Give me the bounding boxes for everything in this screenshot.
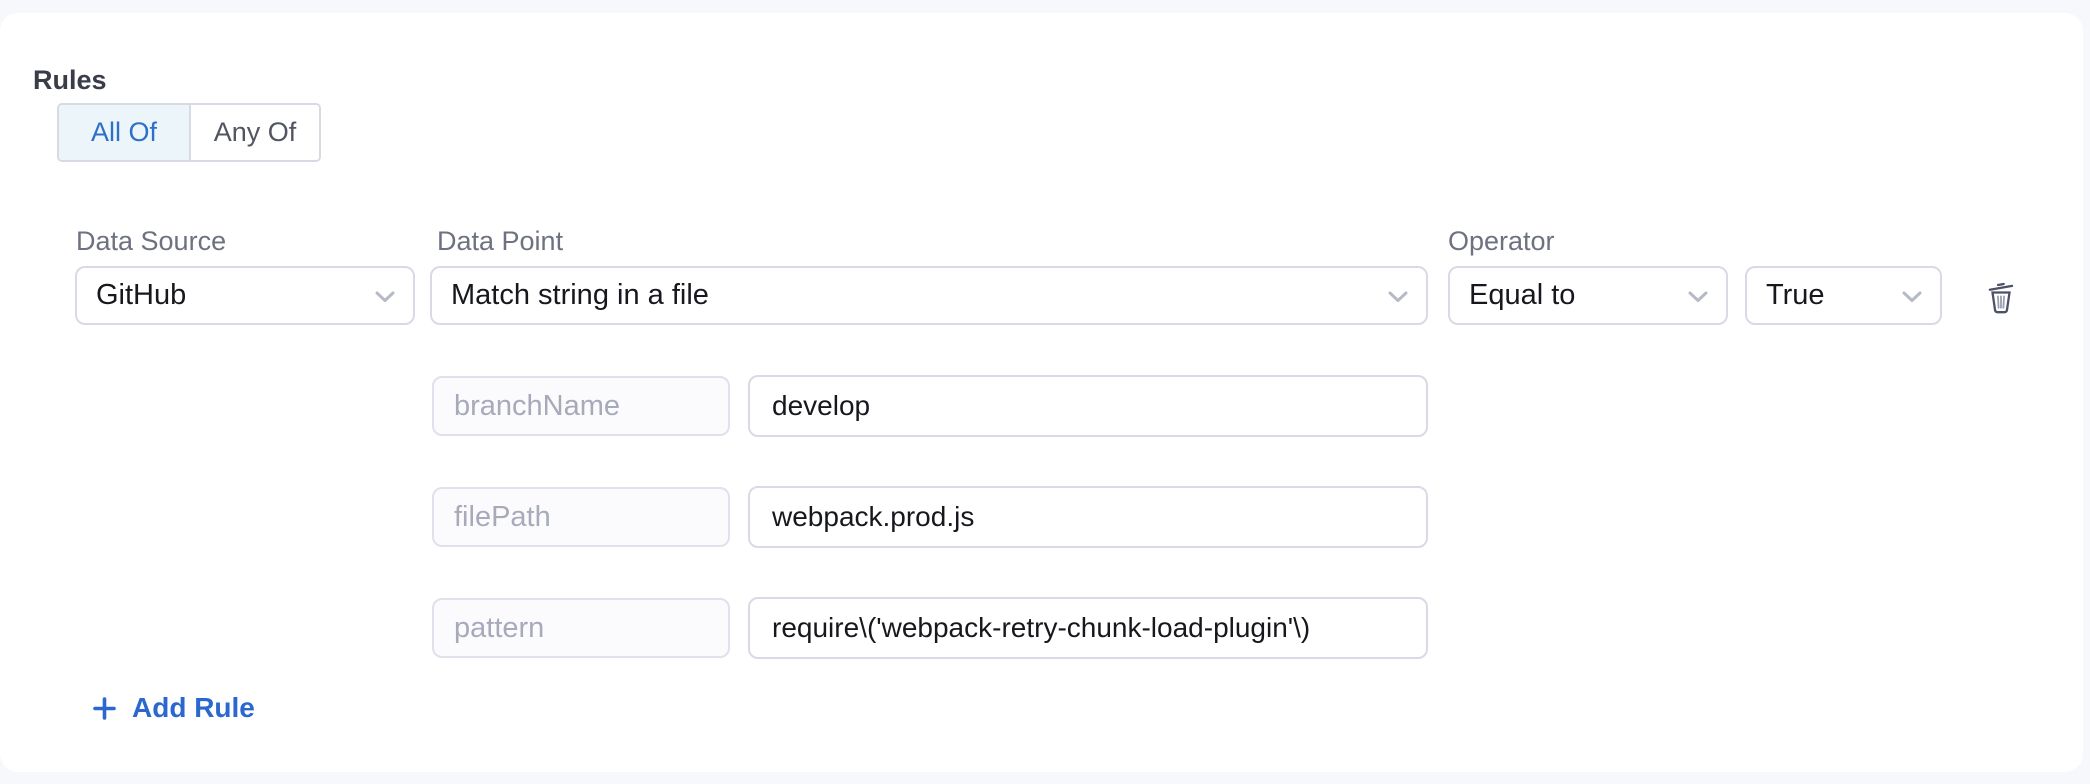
- param-key-pattern: pattern: [432, 598, 730, 658]
- data-point-label: Data Point: [437, 226, 564, 256]
- chevron-down-icon: [1902, 291, 1922, 302]
- param-value-file-path-input[interactable]: [748, 486, 1428, 548]
- data-source-selected-value: GitHub: [96, 279, 187, 311]
- trash-icon: [1988, 282, 2014, 314]
- param-row-pattern: pattern: [432, 597, 1428, 659]
- add-rule-label: Add Rule: [132, 692, 255, 723]
- add-rule-button[interactable]: Add Rule: [93, 692, 255, 724]
- operator-selected-value: Equal to: [1469, 279, 1576, 311]
- param-value-branch-name-input[interactable]: [748, 375, 1428, 437]
- rules-section-title: Rules: [33, 65, 107, 95]
- data-source-select[interactable]: GitHub: [75, 266, 415, 325]
- data-point-selected-value: Match string in a file: [451, 279, 709, 311]
- chevron-down-icon: [1388, 291, 1408, 302]
- plus-icon: [93, 696, 116, 720]
- param-key-file-path: filePath: [432, 487, 730, 547]
- data-point-select[interactable]: Match string in a file: [430, 266, 1428, 325]
- chevron-down-icon: [1688, 291, 1708, 302]
- comparison-value-select[interactable]: True: [1745, 266, 1942, 325]
- param-row-file-path: filePath: [432, 486, 1428, 548]
- toggle-all-of[interactable]: All Of: [59, 105, 189, 160]
- param-value-pattern-input[interactable]: [748, 597, 1428, 659]
- match-mode-toggle: All Of Any Of: [57, 103, 321, 162]
- rule-parameters: branchName filePath pattern: [432, 375, 1428, 708]
- operator-select[interactable]: Equal to: [1448, 266, 1728, 325]
- data-source-label: Data Source: [76, 226, 227, 256]
- delete-rule-button[interactable]: [1984, 279, 2018, 315]
- chevron-down-icon: [375, 291, 395, 302]
- operator-label: Operator: [1448, 226, 1555, 256]
- rules-card: Rules All Of Any Of Data Source Data Poi…: [0, 13, 2083, 772]
- param-key-branch-name: branchName: [432, 376, 730, 436]
- toggle-any-of[interactable]: Any Of: [189, 105, 319, 160]
- comparison-selected-value: True: [1766, 279, 1825, 311]
- param-row-branch-name: branchName: [432, 375, 1428, 437]
